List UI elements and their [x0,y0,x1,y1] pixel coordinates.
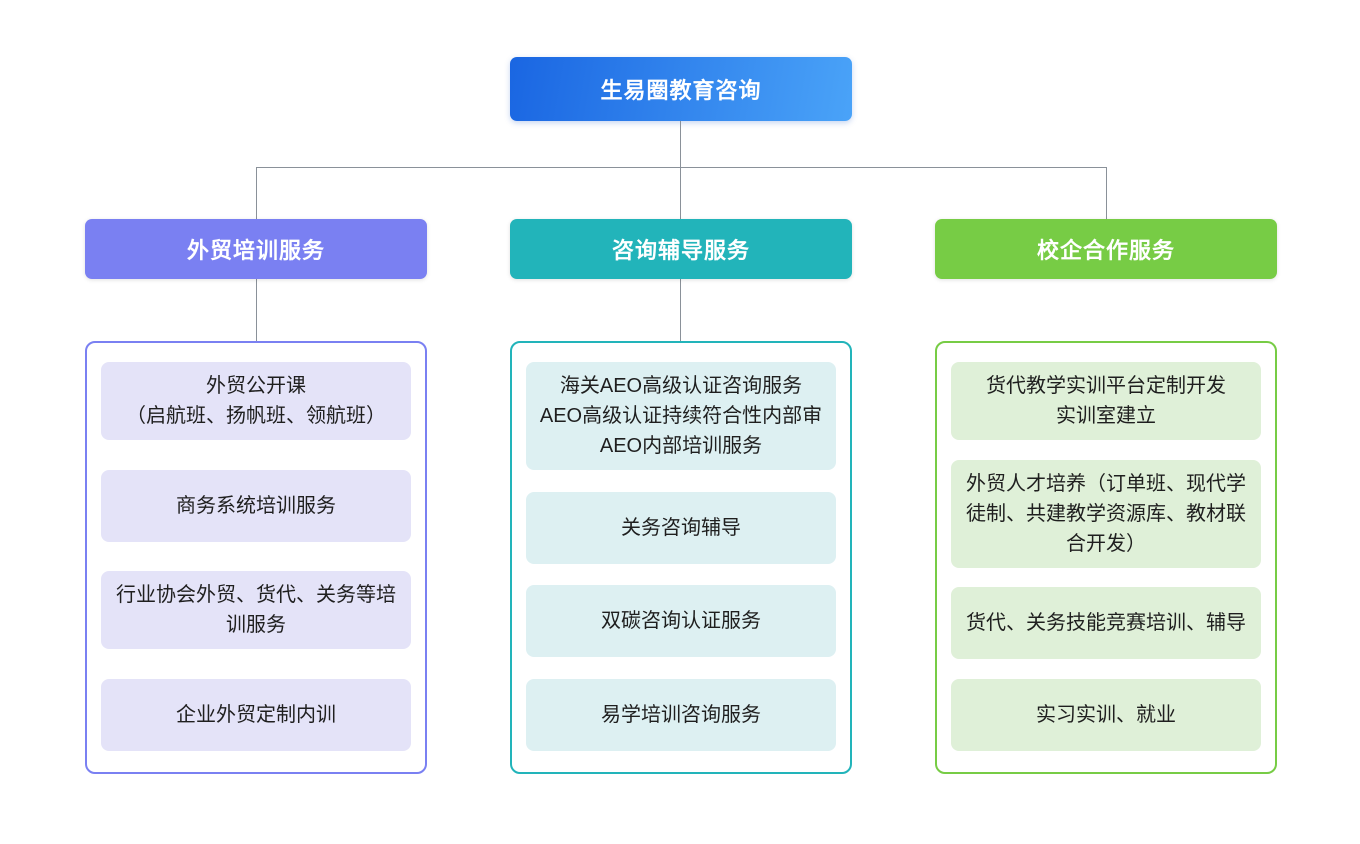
branch-header-school-enterprise: 校企合作服务 [935,219,1277,279]
connector-middle-header-to-container [680,279,681,341]
leaf-item: 易学培训咨询服务 [526,678,836,751]
branch-header-label: 咨询辅导服务 [611,238,750,263]
connector-drop-right [1106,167,1107,219]
leaf-item: 货代、关务技能竞赛培训、辅导 [951,587,1261,660]
branch-header-consulting: 咨询辅导服务 [510,219,852,279]
root-node-label: 生易圈教育咨询 [600,78,762,103]
leaf-item: 海关AEO高级认证咨询服务 AEO高级认证持续符合性内部审 AEO内部培训服务 [526,362,836,470]
branch-container-school-enterprise: 货代教学实训平台定制开发 实训室建立 外贸人才培养（订单班、现代学徒制、共建教学… [935,341,1277,774]
branch-container-consulting: 海关AEO高级认证咨询服务 AEO高级认证持续符合性内部审 AEO内部培训服务 … [510,341,852,774]
branch-container-trade-training: 外贸公开课 （启航班、扬帆班、领航班） 商务系统培训服务 行业协会外贸、货代、关… [85,341,427,774]
connector-left-header-to-container [256,279,257,341]
root-node: 生易圈教育咨询 [510,57,852,121]
leaf-item: 行业协会外贸、货代、关务等培训服务 [101,571,411,650]
branch-header-label: 校企合作服务 [1036,238,1175,263]
connector-drop-middle [680,167,681,219]
branch-header-trade-training: 外贸培训服务 [85,219,427,279]
connector-horizontal [256,167,1107,168]
branch-header-label: 外贸培训服务 [186,238,325,263]
leaf-item: 外贸公开课 （启航班、扬帆班、领航班） [101,362,411,440]
leaf-item: 企业外贸定制内训 [101,678,411,751]
connector-root-down [680,121,681,167]
leaf-item: 商务系统培训服务 [101,469,411,542]
connector-drop-left [256,167,257,219]
leaf-item: 货代教学实训平台定制开发 实训室建立 [951,362,1261,440]
leaf-item: 双碳咨询认证服务 [526,585,836,658]
leaf-item: 关务咨询辅导 [526,491,836,564]
leaf-item: 外贸人才培养（订单班、现代学徒制、共建教学资源库、教材联合开发） [951,459,1261,568]
leaf-item: 实习实训、就业 [951,678,1261,751]
